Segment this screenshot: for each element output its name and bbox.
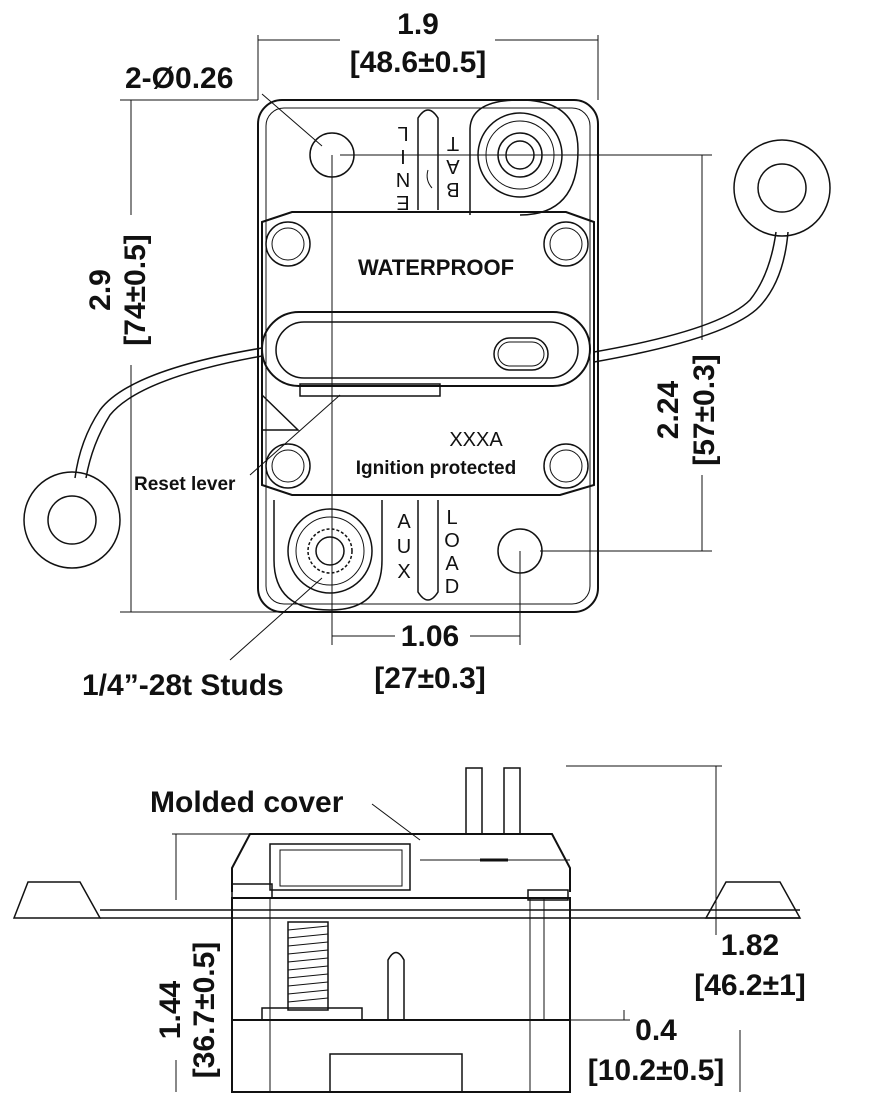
stud-spacing-dim-inch: 1.06 [401, 620, 459, 653]
overall-height-dim-inch: 1.82 [721, 929, 779, 962]
aux-letter-2: U [397, 536, 411, 558]
bat-letter-3: T [447, 132, 459, 154]
side-view: Molded cover [12, 765, 806, 1093]
bottom-terminal-letters: A U X L O A D [397, 507, 460, 598]
rating-text: XXXA [449, 429, 503, 451]
side-body [231, 897, 571, 1021]
bat-letter-2: A [446, 155, 460, 177]
load-letter-1: L [446, 507, 457, 529]
front-cover [261, 211, 595, 496]
width-dim-inch: 1.9 [397, 8, 439, 41]
mounting-hole-bottom [497, 528, 543, 574]
mounting-hole-top [309, 132, 355, 178]
side-stud [261, 921, 363, 1021]
wire-left [23, 347, 263, 569]
hole-spacing-dim-mm: [57±0.3] [688, 354, 721, 466]
load-letter-3: A [445, 553, 459, 575]
stud-spacing-dim-mm: [27±0.3] [374, 662, 486, 695]
side-base [231, 1019, 571, 1093]
hole-spacing-dimension: 2.24 [57±0.3] [340, 154, 721, 552]
hole-label: 2-Ø0.26 [125, 62, 233, 95]
height-dim-mm: [74±0.5] [119, 234, 152, 346]
molded-cover [231, 833, 571, 901]
body-height-dim-mm: [36.7±0.5] [188, 942, 221, 1079]
width-dim-mm: [48.6±0.5] [350, 46, 487, 79]
line-letter-1: L [397, 122, 408, 144]
overall-height-dim-mm: [46.2±1] [694, 969, 806, 1002]
base-height-dim-inch: 0.4 [635, 1014, 677, 1047]
reset-lever-label: Reset lever [134, 474, 236, 495]
top-stud [469, 99, 579, 216]
breaker-body [257, 99, 599, 613]
reset-lever[interactable] [261, 311, 591, 431]
base-height-dim-mm: [10.2±0.5] [588, 1054, 725, 1087]
waterproof-text: WATERPROOF [358, 255, 514, 280]
line-letter-4: E [396, 191, 409, 213]
height-dim-inch: 2.9 [84, 269, 117, 311]
bottom-stud [273, 500, 383, 611]
width-dimension: 1.9 [48.6±0.5] [257, 8, 599, 100]
body-height-dim-inch: 1.44 [154, 980, 187, 1039]
body-height-dimension: 1.44 [36.7±0.5] [154, 833, 250, 1092]
bat-letter-1: B [446, 178, 459, 200]
base-height-dimension: 0.4 [10.2±0.5] [570, 1010, 741, 1092]
line-letter-2: I [400, 145, 406, 167]
height-dimension: 2.9 [74±0.5] [84, 99, 350, 613]
aux-letter-3: X [397, 561, 410, 583]
studs-label: 1/4”-28t Studs [82, 669, 284, 702]
top-view: 1.9 [48.6±0.5] 2-Ø0.26 2.9 [74±0.5] 2.24… [23, 8, 831, 702]
hole-spacing-dim-inch: 2.24 [652, 380, 685, 439]
line-letter-3: N [396, 168, 410, 190]
aux-letter-1: A [397, 511, 411, 533]
load-letter-4: D [445, 576, 459, 598]
load-letter-2: O [444, 530, 460, 552]
mounting-flange [12, 881, 802, 919]
ignition-text: Ignition protected [356, 458, 516, 479]
wire-right [593, 139, 831, 363]
stud-spacing-dimension: 1.06 [27±0.3] [332, 620, 520, 695]
top-terminal-letters: L I N E B A T [396, 122, 460, 213]
molded-cover-label: Molded cover [150, 786, 344, 819]
